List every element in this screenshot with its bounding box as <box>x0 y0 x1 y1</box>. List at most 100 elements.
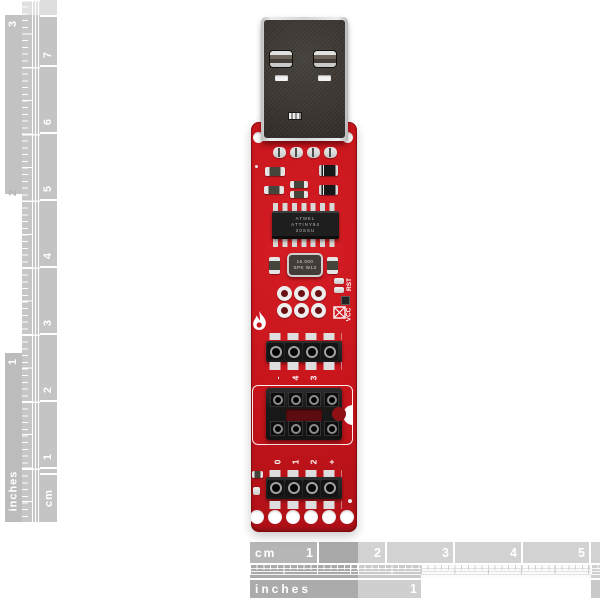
capacitor <box>327 257 338 274</box>
solder-pad-row <box>266 501 342 509</box>
cm-mark <box>40 400 57 402</box>
cm-mark <box>40 473 57 475</box>
cm-mark <box>40 65 57 67</box>
ruler-vertical-inch-block-0-1 <box>5 353 22 522</box>
header-hole <box>304 510 318 524</box>
ruler-horizontal-cm-block-5: 5 <box>523 542 589 563</box>
ruler-horizontal-inches-block: inches <box>250 580 358 598</box>
usb-anchor-window <box>269 50 293 68</box>
dip-socket-hole <box>270 421 285 436</box>
ruler-horizontal-cm-label-2: 2 <box>374 545 381 560</box>
through-hole-pad <box>277 303 292 318</box>
ic-pins-top <box>273 203 339 212</box>
dip-socket-hole <box>270 392 285 407</box>
dip-socket-hole <box>306 392 321 407</box>
jumper-pad <box>334 287 344 293</box>
ruler-horizontal-inch-block-2-partial <box>591 580 600 598</box>
socket-pin <box>303 479 320 497</box>
ruler-horizontal-cm-block-3: 3 <box>387 542 453 563</box>
cm-mark <box>40 199 57 201</box>
ruler-horizontal-cm-block-4: 4 <box>455 542 521 563</box>
solder-pad-row <box>266 362 342 370</box>
ruler-vertical-inches-unit: inches <box>7 470 20 512</box>
smd-pad <box>253 487 260 495</box>
ruler-horizontal-ticks-dark <box>250 565 358 578</box>
ruler-horizontal-inches-unit: inches <box>255 582 312 596</box>
silk-label-vcc: VCC <box>345 307 353 321</box>
ruler-horizontal-cm-label-3: 3 <box>442 545 449 560</box>
silk-label-minus: - <box>272 376 282 380</box>
usb-connector <box>261 17 348 141</box>
dip-center-window <box>286 409 322 421</box>
socket-pin <box>267 479 284 497</box>
ruler-horizontal-cm-label-5: 5 <box>578 545 585 560</box>
dip8-socket <box>266 388 346 440</box>
usb-slot <box>275 75 288 81</box>
header-hole <box>340 510 354 524</box>
usb-solder-pad <box>324 147 337 158</box>
through-hole-pad <box>311 286 326 301</box>
diode <box>319 165 338 176</box>
via <box>255 165 258 168</box>
silk-label-plus: + <box>326 459 336 465</box>
silk-label-0: 0 <box>271 459 282 465</box>
female-header-row <box>266 477 342 499</box>
through-hole-pad <box>294 303 309 318</box>
dip-socket-hole <box>288 392 303 407</box>
resistor <box>265 167 285 176</box>
cm-mark <box>40 132 57 134</box>
mounting-hole <box>253 132 264 143</box>
ruler-vertical-inch-block-2-3 <box>5 15 22 194</box>
smd-resistor <box>341 296 350 305</box>
dip-socket-hole <box>324 421 339 436</box>
ruler-vertical-cm-label-5: 5 <box>42 185 55 193</box>
solder-jumper-icon <box>333 306 346 319</box>
ruler-vertical-inch-label-2: 2 <box>7 189 20 197</box>
ic-marking-line3: 20SSU <box>295 228 316 233</box>
ruler-horizontal-inch-label-1: 1 <box>410 582 417 596</box>
ruler-horizontal-cm-label-1: 1 <box>306 545 313 560</box>
ruler-horizontal-ticks-end <box>591 565 600 578</box>
dip-notch-cutout <box>332 407 346 421</box>
resistor <box>290 191 308 198</box>
ruler-horizontal: cm 1 2 3 4 5 inches 1 <box>250 542 600 600</box>
ruler-horizontal-inch-block-1: 1 <box>358 580 421 598</box>
sparkfun-flame-icon <box>253 311 266 330</box>
product-extent-shade <box>319 542 358 563</box>
cm-mark <box>40 467 57 469</box>
crystal-marking-line2: SPK W13 <box>293 265 317 270</box>
through-hole-pad <box>277 286 292 301</box>
ic-pins-bottom <box>273 238 339 247</box>
ruler-horizontal-cm-block-6-partial <box>591 542 600 563</box>
cm-mark <box>40 266 57 268</box>
diode <box>319 185 338 195</box>
pcb-board: ATMEL ATTINY84 20SSU 16.000 SPK W13 RST … <box>251 122 357 532</box>
ruler-vertical-ticks <box>22 0 40 522</box>
through-hole-pad <box>311 303 326 318</box>
ruler-vertical-cm-label-3: 3 <box>42 319 55 327</box>
crystal-oscillator: 16.000 SPK W13 <box>287 253 323 277</box>
ruler-vertical-top-fade <box>22 0 57 15</box>
dip-socket-hole <box>306 421 321 436</box>
ic-chip: ATMEL ATTINY84 20SSU <box>272 211 339 239</box>
ruler-vertical-cm-label-6: 6 <box>42 118 55 126</box>
ruler-vertical: 3 2 1 inches 7 6 5 4 3 2 1 cm <box>5 0 57 522</box>
smd-resistor <box>252 471 263 478</box>
cm-mark <box>40 333 57 335</box>
ruler-vertical-cm-label-2: 2 <box>42 386 55 394</box>
dip-socket-hole <box>288 421 303 436</box>
ruler-horizontal-cm-unit: cm <box>255 545 277 560</box>
socket-pin <box>303 343 320 360</box>
socket-pin <box>321 343 338 360</box>
ruler-vertical-cm-unit: cm <box>42 489 55 507</box>
via <box>348 499 352 503</box>
usb-anchor-window <box>313 50 337 68</box>
socket-pin <box>285 479 302 497</box>
female-header-row <box>266 341 342 362</box>
usb-bottom-slot <box>288 112 302 120</box>
ruler-horizontal-ticks-mid <box>358 565 421 578</box>
ruler-vertical-inch-label-1: 1 <box>7 358 20 366</box>
solder-pad-row <box>266 470 342 477</box>
socket-pin <box>321 479 338 497</box>
